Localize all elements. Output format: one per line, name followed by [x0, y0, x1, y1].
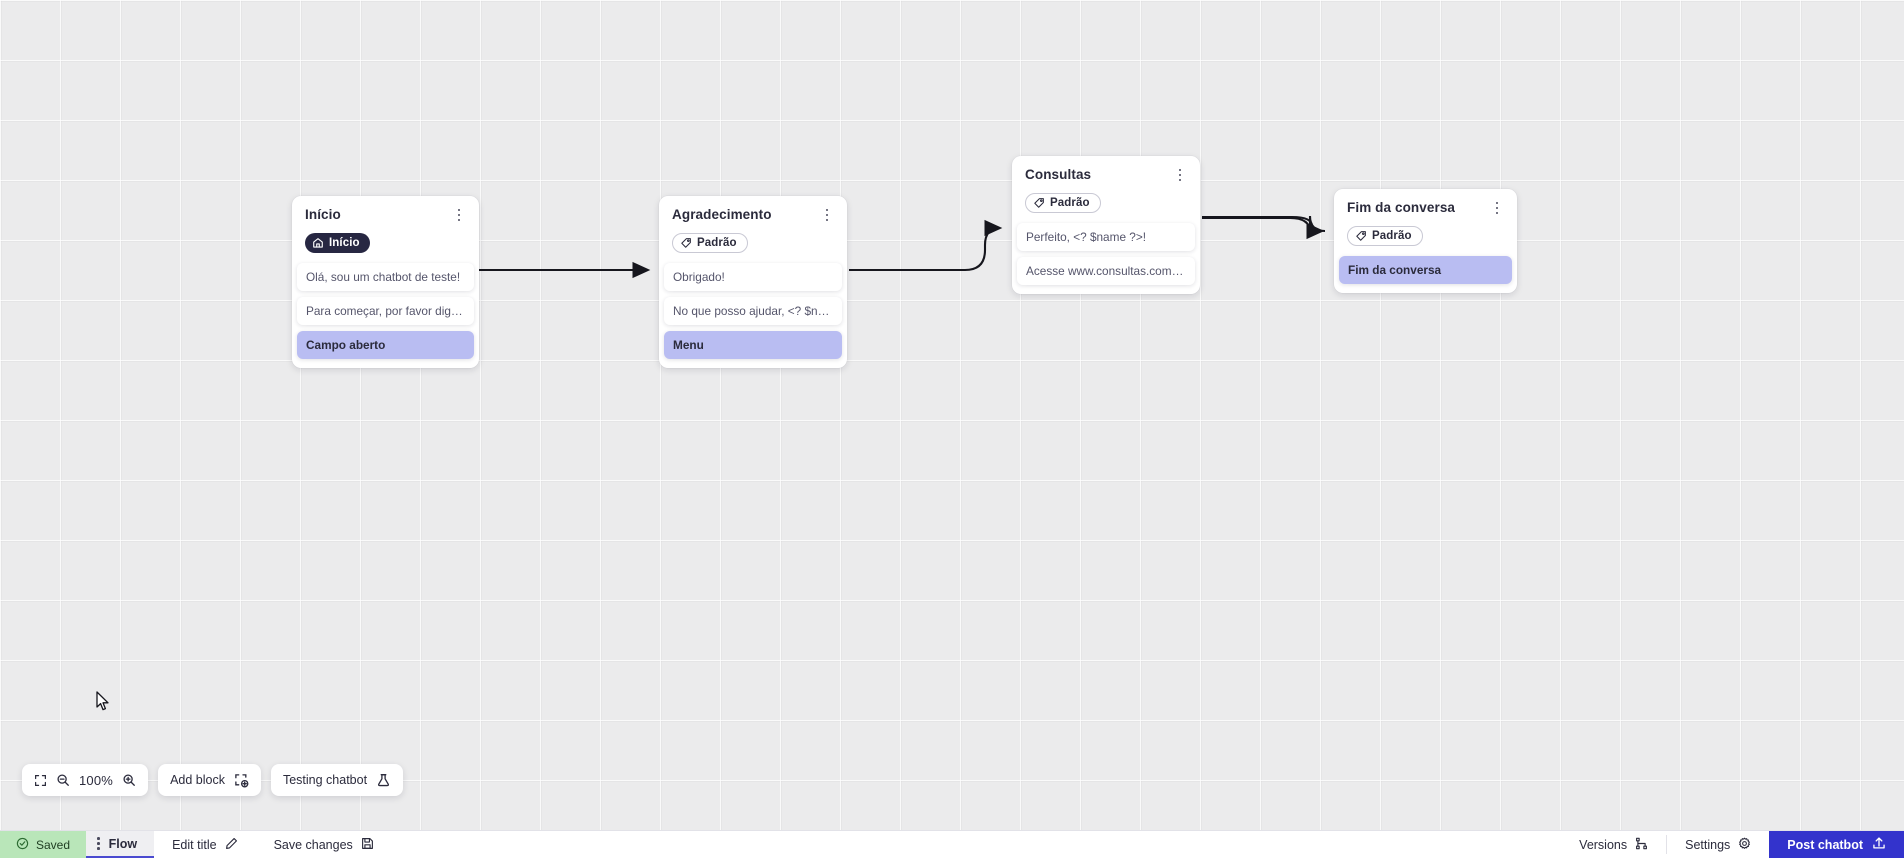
add-block-button[interactable]: Add block — [158, 764, 261, 796]
versions-button[interactable]: Versions — [1561, 831, 1666, 858]
node-row[interactable]: Perfeito, <? $name ?>! — [1017, 223, 1195, 251]
post-chatbot-label: Post chatbot — [1787, 837, 1863, 852]
node-badge-label: Início — [329, 237, 360, 249]
add-block-label: Add block — [170, 773, 225, 787]
node-rows: Perfeito, <? $name ?>! Acesse www.consul… — [1012, 223, 1200, 285]
canvas-toolbar: 100% Add block — [22, 764, 404, 796]
edge-consultas-fim-2 — [1202, 215, 1325, 240]
node-header: Fim da conversa — [1334, 200, 1517, 217]
flow-canvas[interactable]: Início Início Olá, sou um chatbot de tes… — [0, 0, 1904, 830]
tab-flow-label: Flow — [108, 836, 138, 851]
node-row-accent[interactable]: Fim da conversa — [1339, 256, 1512, 284]
tag-icon — [680, 237, 692, 249]
tag-icon — [1355, 230, 1367, 242]
status-bar: Saved Flow Edit title Save changes — [0, 830, 1904, 858]
flow-node-inicio[interactable]: Início Início Olá, sou um chatbot de tes… — [292, 196, 479, 368]
node-rows: Fim da conversa — [1334, 256, 1517, 284]
testing-chatbot-label: Testing chatbot — [282, 773, 368, 787]
pencil-icon — [225, 837, 238, 853]
node-header: Agradecimento — [659, 207, 847, 224]
branch-icon — [1635, 837, 1648, 853]
node-menu-icon[interactable] — [1489, 199, 1505, 217]
node-badge-row: Padrão — [659, 224, 847, 254]
save-changes-button[interactable]: Save changes — [256, 831, 392, 858]
check-circle-icon — [16, 837, 29, 853]
node-row-accent[interactable]: Menu — [664, 331, 842, 359]
edge-consultas-fim — [1202, 215, 1326, 233]
zoom-controls: 100% — [22, 764, 149, 796]
divider — [1666, 835, 1668, 854]
flow-menu-icon[interactable] — [97, 837, 100, 850]
edit-title-button[interactable]: Edit title — [154, 831, 255, 858]
node-badge-default[interactable]: Padrão — [1025, 193, 1101, 213]
zoom-in-icon[interactable] — [122, 773, 136, 787]
node-header: Consultas — [1012, 167, 1200, 184]
flow-node-fim-da-conversa[interactable]: Fim da conversa Padrão Fim da conversa — [1334, 189, 1517, 293]
versions-label: Versions — [1579, 837, 1628, 852]
gear-icon — [1738, 837, 1751, 853]
flow-edges — [478, 215, 1326, 279]
zoom-level-label: 100% — [79, 772, 114, 788]
add-block-icon — [234, 773, 249, 788]
settings-button[interactable]: Settings — [1667, 831, 1769, 858]
node-badge-row: Padrão — [1012, 184, 1200, 214]
node-badge-default[interactable]: Padrão — [672, 233, 748, 253]
settings-label: Settings — [1685, 837, 1731, 852]
node-row[interactable]: No que posso ajudar, <? $name ... — [664, 297, 842, 325]
node-rows: Obrigado! No que posso ajudar, <? $name … — [659, 263, 847, 359]
flow-node-agradecimento[interactable]: Agradecimento Padrão Obrigado! No que po… — [659, 196, 847, 368]
node-badge-label: Padrão — [1372, 230, 1412, 242]
status-bar-left: Saved Flow Edit title Save changes — [0, 831, 392, 858]
node-menu-icon[interactable] — [819, 206, 835, 224]
node-menu-icon[interactable] — [1172, 166, 1188, 184]
node-title: Início — [305, 207, 341, 222]
tab-flow[interactable]: Flow — [86, 831, 155, 858]
tag-icon — [1033, 197, 1045, 209]
node-badge-start[interactable]: Início — [305, 233, 370, 253]
node-badge-label: Padrão — [1050, 197, 1090, 209]
node-header: Início — [292, 207, 479, 224]
post-chatbot-button[interactable]: Post chatbot — [1769, 831, 1904, 858]
node-title: Agradecimento — [672, 207, 772, 222]
node-badge-default[interactable]: Padrão — [1347, 226, 1423, 246]
edge-agradecimento-consultas — [849, 219, 1003, 272]
node-row[interactable]: Olá, sou um chatbot de teste! — [297, 263, 474, 291]
save-changes-label: Save changes — [273, 837, 353, 852]
node-row[interactable]: Para começar, por favor digite o ... — [297, 297, 474, 325]
node-badge-label: Padrão — [697, 237, 737, 249]
zoom-out-icon[interactable] — [56, 773, 70, 787]
edit-title-label: Edit title — [172, 837, 217, 852]
node-row-accent[interactable]: Campo aberto — [297, 331, 474, 359]
node-badge-row: Padrão — [1334, 217, 1517, 247]
node-row[interactable]: Acesse www.consultas.com par... — [1017, 257, 1195, 285]
floppy-disk-icon — [361, 837, 374, 853]
flow-node-consultas[interactable]: Consultas Padrão Perfeito, <? $name ?>! … — [1012, 156, 1200, 294]
fit-screen-icon[interactable] — [34, 774, 47, 787]
node-badge-row: Início — [292, 224, 479, 254]
flask-icon — [376, 773, 391, 788]
upload-icon — [1872, 836, 1886, 853]
home-icon — [312, 237, 324, 249]
saved-status-badge: Saved — [0, 831, 87, 858]
status-bar-right: Versions Settings — [1561, 831, 1904, 858]
node-rows: Olá, sou um chatbot de teste! Para começ… — [292, 263, 479, 359]
node-menu-icon[interactable] — [451, 206, 467, 224]
node-title: Consultas — [1025, 167, 1092, 182]
node-row[interactable]: Obrigado! — [664, 263, 842, 291]
testing-chatbot-button[interactable]: Testing chatbot — [270, 764, 404, 796]
saved-label: Saved — [36, 837, 71, 852]
node-title: Fim da conversa — [1347, 200, 1456, 215]
